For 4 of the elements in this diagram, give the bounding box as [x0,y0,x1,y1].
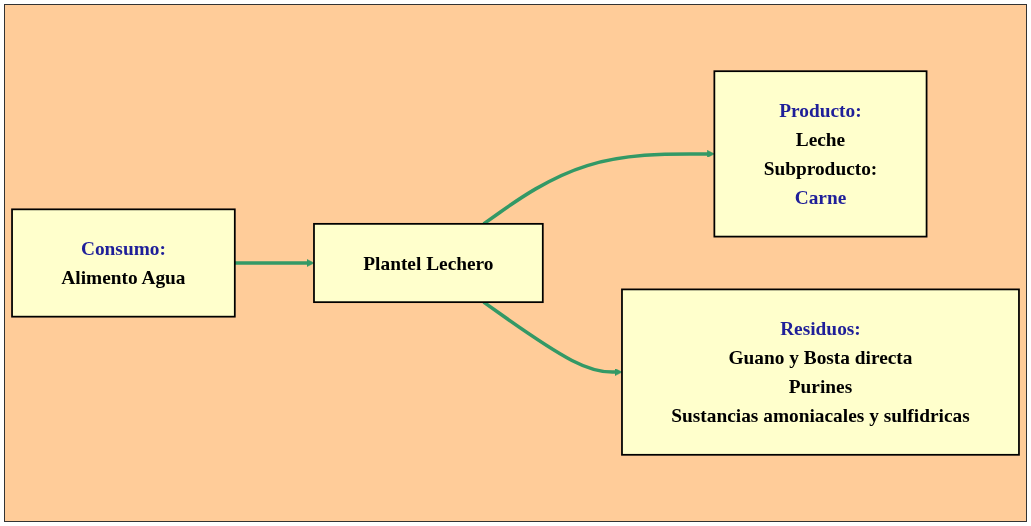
node-box: Residuos: Guano y Bosta directa Purines Sustancias amoniacales y sulfidricas [621,288,1020,456]
node-box: Consumo: Alimento Agua [11,208,236,318]
node-box: Plantel Lechero [313,222,544,304]
node-box: Producto: Leche Subproducto: Carne [713,70,928,238]
